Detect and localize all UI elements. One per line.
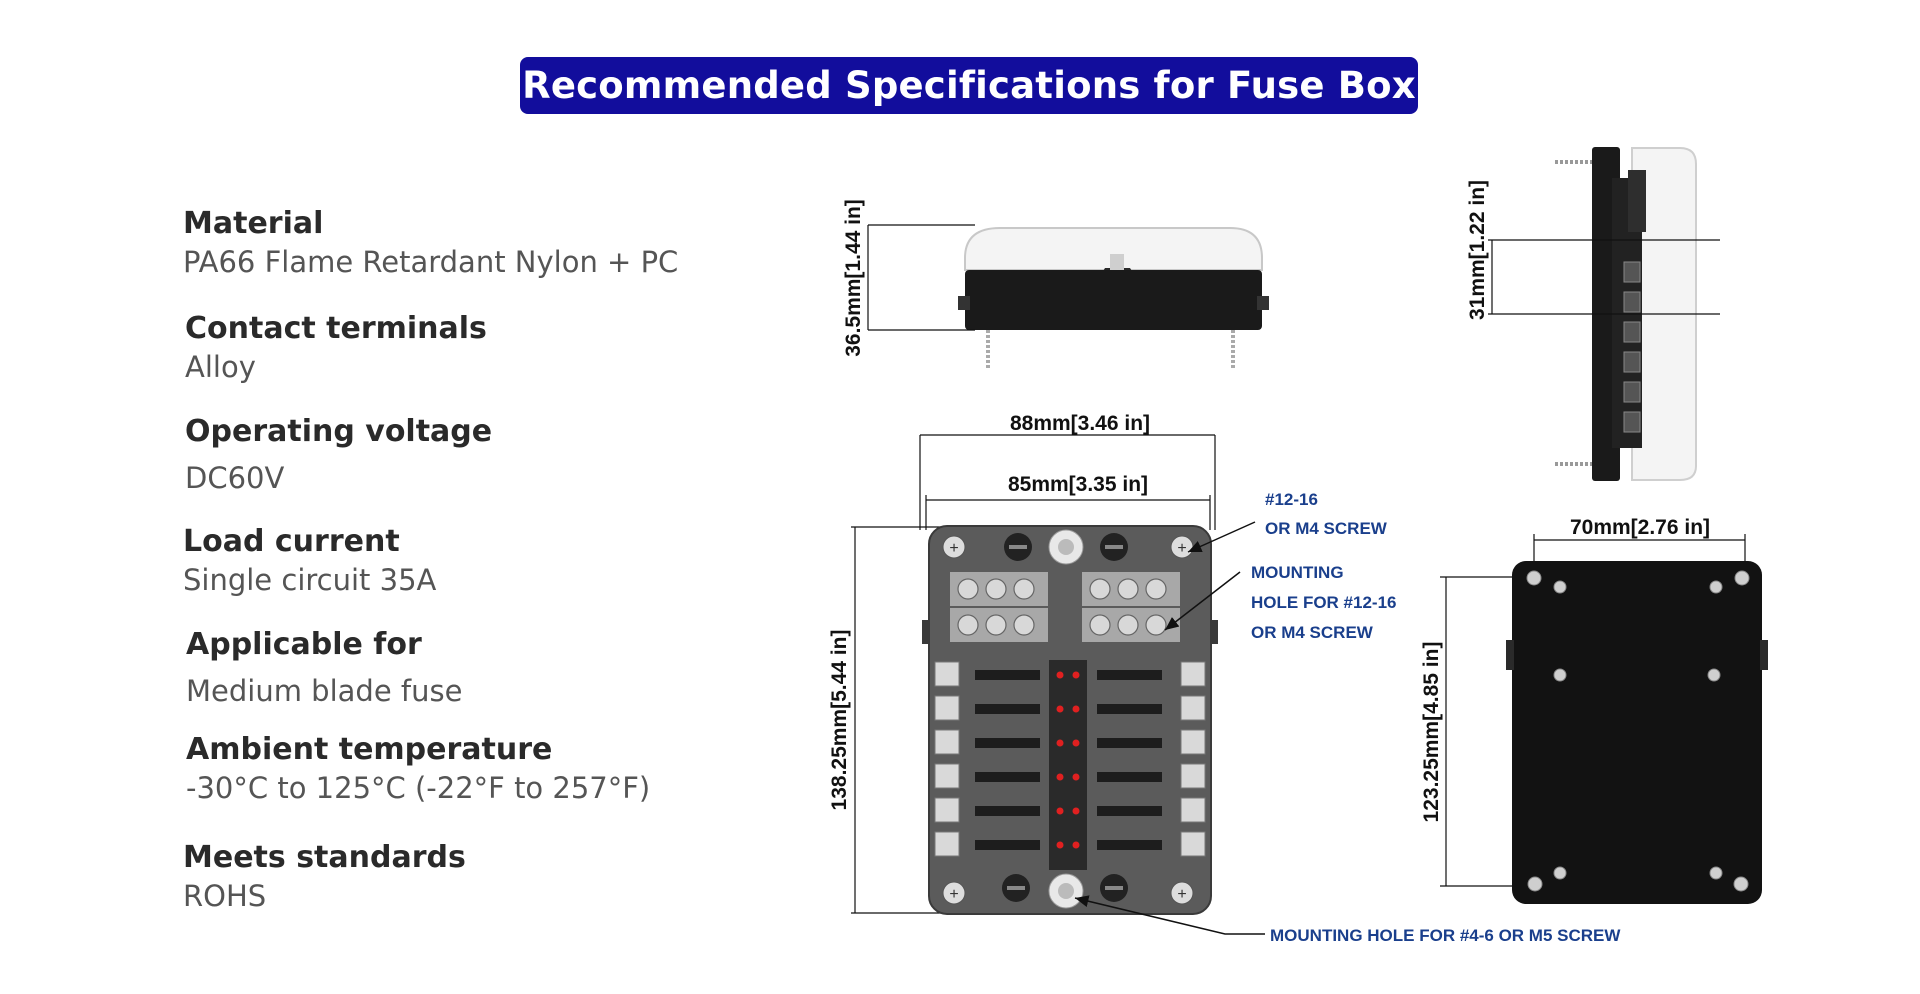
side-profile-view: 31mm[1.22 in] xyxy=(1466,147,1720,481)
note-mount-line1: MOUNTING xyxy=(1251,563,1344,582)
spec-material: Material PA66 Flame Retardant Nylon + PC xyxy=(183,206,678,279)
spec-label: Ambient temperature xyxy=(186,732,553,767)
front-view: 88mm[3.46 in] 85mm[3.35 in] 138.25mm[5.4… xyxy=(828,412,1621,945)
note-mount-line2: HOLE FOR #12-16 xyxy=(1251,593,1397,612)
terminal-blocks xyxy=(950,572,1180,642)
top-bus-area: + + xyxy=(942,529,1194,565)
svg-text:+: + xyxy=(1177,886,1186,903)
spec-label: Material xyxy=(183,206,324,241)
spec-value: Single circuit 35A xyxy=(183,563,437,597)
spec-label: Operating voltage xyxy=(185,414,493,449)
spec-load-current: Load current Single circuit 35A xyxy=(183,524,436,597)
spec-applicable-for: Applicable for Medium blade fuse xyxy=(186,627,462,708)
height-top-label: 36.5mm[1.44 in] xyxy=(842,199,865,357)
spec-label: Load current xyxy=(183,524,400,559)
spec-value: DC60V xyxy=(185,461,285,495)
note-screw-line1: #12-16 xyxy=(1265,490,1318,509)
back-view: 70mm[2.76 in] 123.25mm[4.85 in] xyxy=(1420,516,1768,904)
spec-label: Meets standards xyxy=(183,840,466,875)
spec-contact-terminals: Contact terminals Alloy xyxy=(185,311,487,384)
svg-text:+: + xyxy=(1177,540,1186,557)
bottom-bus-area: + + xyxy=(942,873,1194,909)
fuse-rows xyxy=(934,660,1206,870)
spec-value: Medium blade fuse xyxy=(186,674,463,708)
spec-operating-voltage: Operating voltage DC60V xyxy=(185,414,492,495)
height-side-label: 31mm[1.22 in] xyxy=(1466,180,1489,320)
spec-label: Applicable for xyxy=(186,627,422,662)
svg-text:+: + xyxy=(949,540,958,557)
spec-label: Contact terminals xyxy=(185,311,487,346)
length-back-label: 123.25mm[4.85 in] xyxy=(1420,642,1443,823)
spec-value: PA66 Flame Retardant Nylon + PC xyxy=(183,245,679,279)
note-mount-line3: OR M4 SCREW xyxy=(1251,623,1374,642)
length-front-label: 138.25mm[5.44 in] xyxy=(828,630,851,811)
spec-value: Alloy xyxy=(185,350,256,384)
spec-ambient-temperature: Ambient temperature -30°C to 125°C (-22°… xyxy=(186,732,650,805)
spec-meets-standards: Meets standards ROHS xyxy=(183,840,466,913)
svg-text:+: + xyxy=(949,886,958,903)
width-outer-label: 88mm[3.46 in] xyxy=(1010,412,1150,435)
note-bottom: MOUNTING HOLE FOR #4-6 OR M5 SCREW xyxy=(1270,926,1621,945)
top-profile-view: 36.5mm[1.44 in] xyxy=(842,199,1269,370)
page-title: Recommended Specifications for Fuse Box xyxy=(520,57,1418,114)
width-inner-label: 85mm[3.35 in] xyxy=(1008,473,1148,496)
spec-value: ROHS xyxy=(183,879,267,913)
note-screw-line2: OR M4 SCREW xyxy=(1265,519,1388,538)
width-back-label: 70mm[2.76 in] xyxy=(1570,516,1710,539)
spec-value: -30°C to 125°C (-22°F to 257°F) xyxy=(186,771,651,805)
